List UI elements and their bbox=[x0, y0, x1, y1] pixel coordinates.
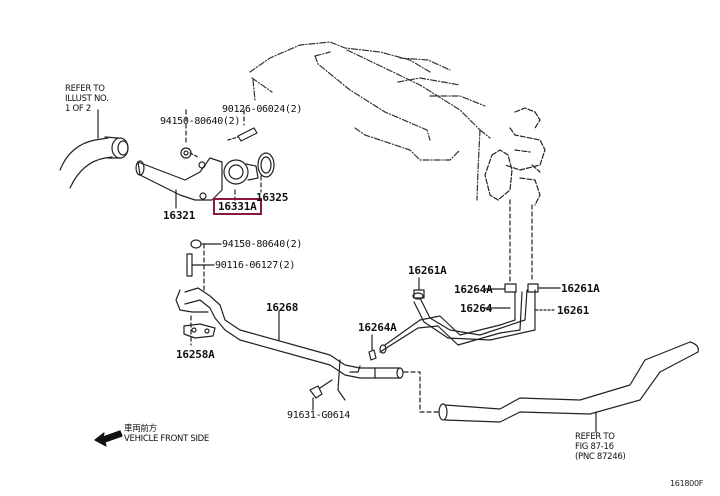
part-label-bracket[interactable]: 16258A bbox=[176, 348, 215, 361]
reference-line: REFER TO bbox=[65, 84, 105, 94]
clamp-mid bbox=[483, 283, 517, 293]
vehicle-front-legend: 車両前方 VEHICLE FRONT SIDE bbox=[124, 424, 209, 444]
legend-english: VEHICLE FRONT SIDE bbox=[124, 434, 209, 444]
legend-japanese: 車両前方 bbox=[124, 424, 157, 434]
upper-hose bbox=[59, 109, 129, 189]
part-label-hose-mid[interactable]: 16264 bbox=[460, 302, 493, 315]
bypass-hose bbox=[379, 289, 536, 354]
part-label-water-inlet[interactable]: 16321 bbox=[163, 209, 196, 222]
reference-line: REFER TO bbox=[575, 432, 615, 442]
reference-line: 1 OF 2 bbox=[65, 104, 91, 114]
bolt bbox=[309, 379, 333, 411]
reference-line: (PNC 87246) bbox=[575, 452, 626, 462]
clamp-top-left bbox=[413, 277, 425, 299]
gasket bbox=[257, 152, 275, 178]
clamp-left bbox=[368, 334, 377, 361]
part-label-bolt[interactable]: 91631-G0614 bbox=[287, 410, 350, 421]
reference-top-left: REFER TO ILLUST NO. 1 OF 2 bbox=[65, 84, 109, 114]
arrow-left-icon bbox=[94, 430, 123, 447]
stud-mid bbox=[186, 253, 215, 277]
stud-top bbox=[227, 127, 258, 142]
nut-top bbox=[180, 147, 192, 159]
nut-mid bbox=[190, 239, 222, 249]
clamp-right bbox=[527, 283, 561, 293]
part-label-clamp-mid[interactable]: 16264A bbox=[454, 283, 493, 296]
part-label-stud-mid[interactable]: 90116-06127(2) bbox=[215, 260, 296, 271]
part-label-thermostat-highlighted[interactable]: 16331A bbox=[213, 198, 262, 215]
reference-bottom-right: REFER TO FIG 87-16 (PNC 87246) bbox=[575, 432, 626, 462]
part-label-clamp-top-left[interactable]: 16261A bbox=[408, 264, 447, 277]
part-label-stud-top[interactable]: 90126-06024(2) bbox=[222, 104, 303, 115]
part-label-hose-right[interactable]: 16261 bbox=[557, 304, 590, 317]
part-label-clamp-right[interactable]: 16261A bbox=[561, 282, 600, 295]
thermostat bbox=[223, 159, 259, 185]
part-label-clamp-left[interactable]: 16264A bbox=[358, 321, 397, 334]
part-label-pipe[interactable]: 16268 bbox=[266, 301, 299, 314]
water-pump-outline bbox=[484, 107, 546, 206]
leader-dashed bbox=[185, 109, 533, 413]
reference-line: ILLUST NO. bbox=[65, 94, 109, 104]
bracket bbox=[183, 323, 216, 339]
figure-code: 161800F bbox=[670, 479, 704, 488]
reference-line: FIG 87-16 bbox=[575, 442, 614, 452]
water-pipe bbox=[175, 287, 404, 401]
water-inlet bbox=[135, 152, 223, 209]
part-label-gasket[interactable]: 16325 bbox=[256, 191, 289, 204]
engine-outline bbox=[249, 41, 491, 201]
part-label-nut-top[interactable]: 94150-80640(2) bbox=[160, 116, 241, 127]
part-label-nut-mid[interactable]: 94150-80640(2) bbox=[222, 239, 303, 250]
lower-hose bbox=[438, 341, 699, 433]
